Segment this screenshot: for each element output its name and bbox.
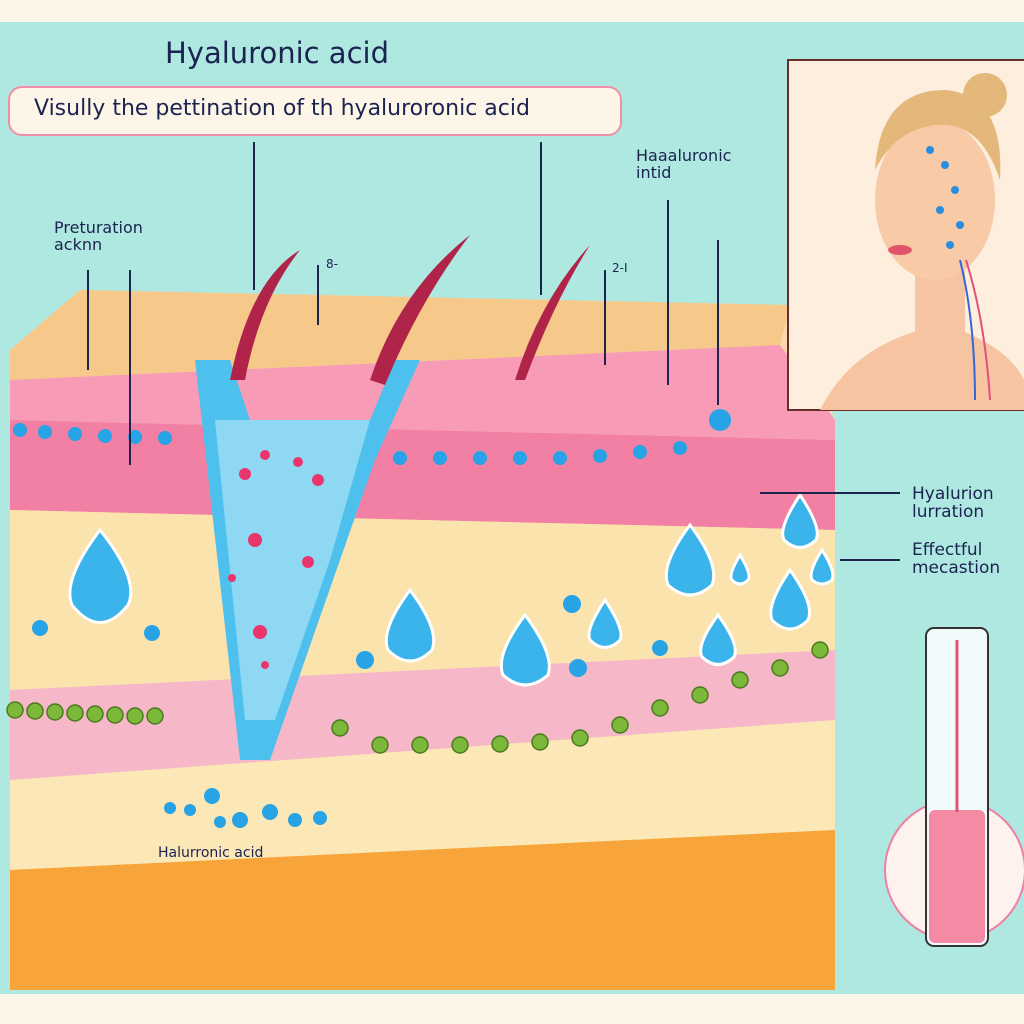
fat-layer <box>10 830 835 990</box>
label-effectful: Effectful mecastion <box>912 540 1001 578</box>
water-droplets <box>68 492 835 687</box>
label-haaluronic: Haaaluronic intid <box>636 146 732 182</box>
green-cells <box>6 641 829 754</box>
subtitle-box <box>8 86 622 136</box>
label-bottom-hyaluronic: Halurronic acid <box>158 845 264 861</box>
test-tube <box>884 627 1024 947</box>
label-hyalurion: Hyalurion lurration <box>912 484 994 522</box>
marker-label-2: 2-I <box>612 261 628 275</box>
hyaluronic-molecules <box>13 409 731 828</box>
marker-label-1: 8- <box>326 257 338 271</box>
leader-lines <box>87 142 900 561</box>
hair-strands <box>230 235 590 385</box>
pink-particles <box>228 450 324 669</box>
page-title: Hyaluronic acid <box>165 36 389 70</box>
subtitle: Visully the pettination of th hyaluroron… <box>34 96 530 121</box>
label-preturation: Preturation acknn <box>54 218 143 254</box>
face-inset <box>787 59 1024 411</box>
